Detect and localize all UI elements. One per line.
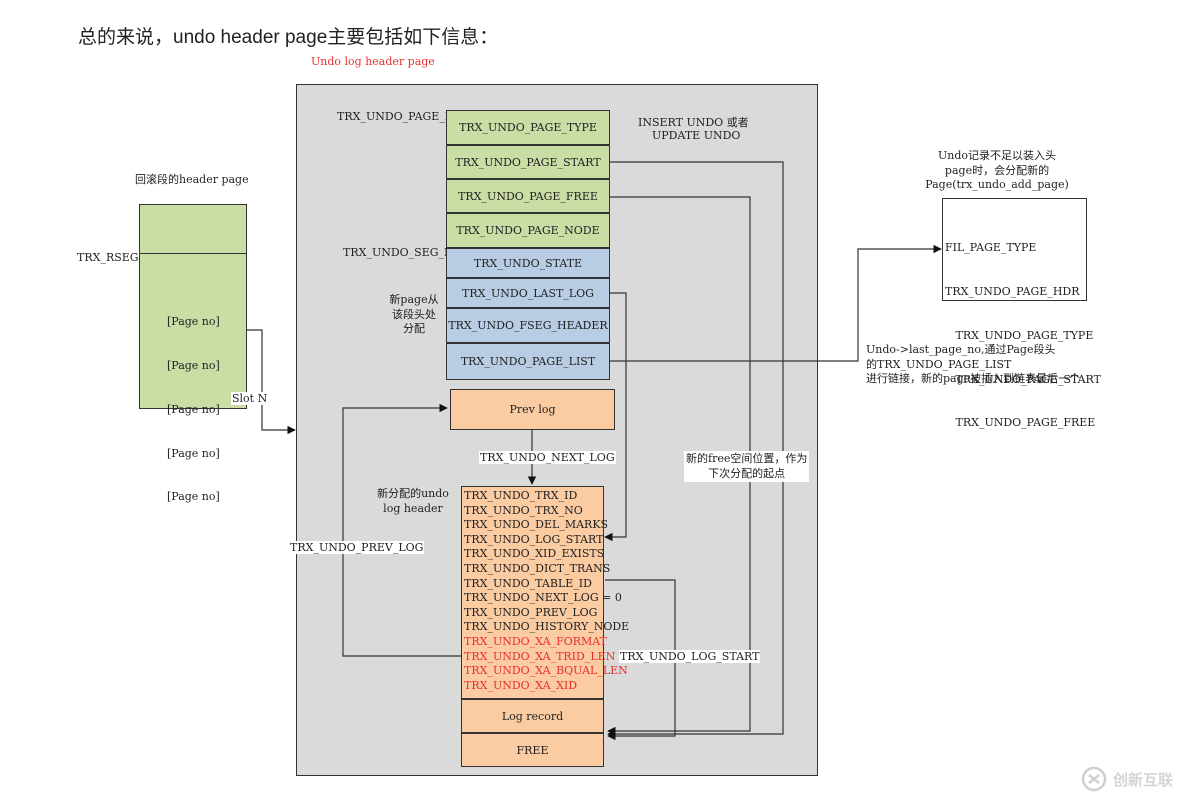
watermark-text: 创新互联 [1113, 770, 1174, 789]
prev-log-label: TRX_UNDO_PREV_LOG [289, 541, 425, 554]
seg-hdr-label: TRX_UNDO_SEG_HDR [343, 246, 471, 259]
log-header-field: TRX_UNDO_XID_EXISTS [464, 547, 605, 561]
page-start-field: TRX_UNDO_PAGE_START [446, 145, 610, 179]
watermark: 创新互联 [1081, 759, 1175, 799]
new-page-box: FIL_PAGE_TYPE TRX_UNDO_PAGE_HDR TRX_UNDO… [942, 198, 1101, 429]
page-hdr-label: TRX_UNDO_PAGE_HDR [337, 110, 472, 123]
rseg-header-page: [Page no] [Page no] [Page no] [Page no] … [139, 204, 247, 503]
new-page-note-line: Undo记录不足以装入头 [937, 149, 1057, 162]
new-log-note-line: log header [383, 502, 443, 515]
new-page-note: Undo记录不足以装入头 page时，会分配新的 Page(trx_undo_a… [922, 149, 1072, 193]
free-note: 新的free空间位置，作为 下次分配的起点 [684, 451, 810, 482]
fseg-header-field: TRX_UNDO_FSEG_HEADER [446, 308, 610, 343]
new-page-field: TRX_UNDO_PAGE_HDR [945, 284, 1080, 298]
log-record-box: Log record [461, 699, 604, 733]
log-header-field: TRX_UNDO_LOG_START [464, 532, 604, 546]
page-heading: 总的来说，undo header page主要包括如下信息： [78, 27, 499, 48]
log-header-field: TRX_UNDO_TABLE_ID [464, 576, 592, 590]
link-note: Undo->last_page_no,通过Page段头 的TRX_UNDO_PA… [866, 343, 1080, 387]
new-log-note: 新分配的undo log header [372, 486, 454, 516]
logo-icon [1081, 766, 1107, 792]
log-header-field: TRX_UNDO_XA_BQUAL_LEN [464, 664, 628, 678]
log-header-field: TRX_UNDO_XA_FORMAT [464, 634, 607, 648]
rseg-slot: [Page no] [167, 315, 220, 329]
next-log-label: TRX_UNDO_NEXT_LOG [479, 451, 616, 464]
last-log-line [604, 292, 627, 542]
new-log-note-line: 新分配的undo [377, 487, 449, 500]
slot-label: Slot N [231, 392, 269, 405]
rseg-slot: [Page no] [167, 402, 220, 416]
log-header-field: TRX_UNDO_DICT_TRANS [464, 561, 611, 575]
undo-state-field: TRX_UNDO_STATE [446, 248, 610, 278]
new-page-field: TRX_UNDO_PAGE_START [945, 372, 1101, 386]
page-list-field: TRX_UNDO_PAGE_LIST [446, 343, 610, 380]
slot-arrow [247, 329, 296, 435]
diagram-title: Undo log header page [311, 55, 435, 68]
log-header-field: TRX_UNDO_TRX_ID [464, 489, 578, 502]
alloc-note-line: 新page从 [389, 293, 439, 306]
alloc-note: 新page从 该段头处 分配 [388, 293, 440, 337]
page-type-note: UPDATE UNDO [652, 129, 741, 142]
free-note-line: 新的free空间位置，作为 [686, 452, 808, 465]
prev-log-box: Prev log [450, 389, 615, 430]
log-header-field: TRX_UNDO_HISTORY_NODE [464, 620, 630, 634]
rseg-slots: [Page no] [Page no] [Page no] [Page no] … [140, 254, 246, 534]
new-page-field: FIL_PAGE_TYPE [945, 241, 1037, 255]
page-free-field: TRX_UNDO_PAGE_FREE [446, 179, 610, 213]
log-header-field: TRX_UNDO_NEXT_LOG = 0 [464, 591, 622, 605]
link-note-line: 的TRX_UNDO_PAGE_LIST [866, 357, 1012, 371]
alloc-note-line: 分配 [403, 322, 425, 335]
log-header-field: TRX_UNDO_TRX_NO [464, 503, 583, 517]
page-list-line [609, 244, 942, 362]
log-start-label: TRX_UNDO_LOG_START [619, 650, 761, 663]
alloc-note-line: 该段头处 [392, 307, 436, 321]
new-page-field: TRX_UNDO_PAGE_TYPE [945, 328, 1094, 342]
log-header-field: TRX_UNDO_PREV_LOG [464, 605, 598, 619]
log-header-field: TRX_UNDO_XA_XID [464, 678, 578, 692]
free-box: FREE [461, 733, 604, 767]
link-note-line: Undo->last_page_no,通过Page段头 [866, 343, 1056, 356]
free-note-line: 下次分配的起点 [708, 466, 786, 480]
new-page-note-line: page时，会分配新的 [944, 163, 1050, 177]
new-page-note-line: Page(trx_undo_add_page) [925, 178, 1069, 192]
link-note-line: 进行链接，新的page被插入到链表最后一个 [866, 372, 1081, 386]
prev-log-line [342, 403, 461, 657]
rseg-slot: [Page no] [167, 358, 220, 372]
rseg-slot: [Page no] [167, 490, 220, 504]
last-log-field: TRX_UNDO_LAST_LOG [446, 278, 610, 308]
new-page-field: TRX_UNDO_PAGE_FREE [945, 416, 1096, 430]
page-start-line [607, 161, 784, 739]
page-type-field: TRX_UNDO_PAGE_TYPE [446, 110, 610, 145]
log-header-field: TRX_UNDO_XA_TRID_LEN [464, 649, 616, 663]
rseg-label: TRX_RSEG [77, 251, 139, 264]
page-type-note: INSERT UNDO 或者 [638, 116, 749, 129]
rseg-caption: 回滚段的header page [135, 173, 249, 186]
new-page-fields: FIL_PAGE_TYPE TRX_UNDO_PAGE_HDR TRX_UNDO… [945, 212, 1101, 460]
page-node-field: TRX_UNDO_PAGE_NODE [446, 213, 610, 248]
log-header-field: TRX_UNDO_DEL_MARKS [464, 518, 609, 532]
rseg-slot: [Page no] [167, 446, 220, 460]
